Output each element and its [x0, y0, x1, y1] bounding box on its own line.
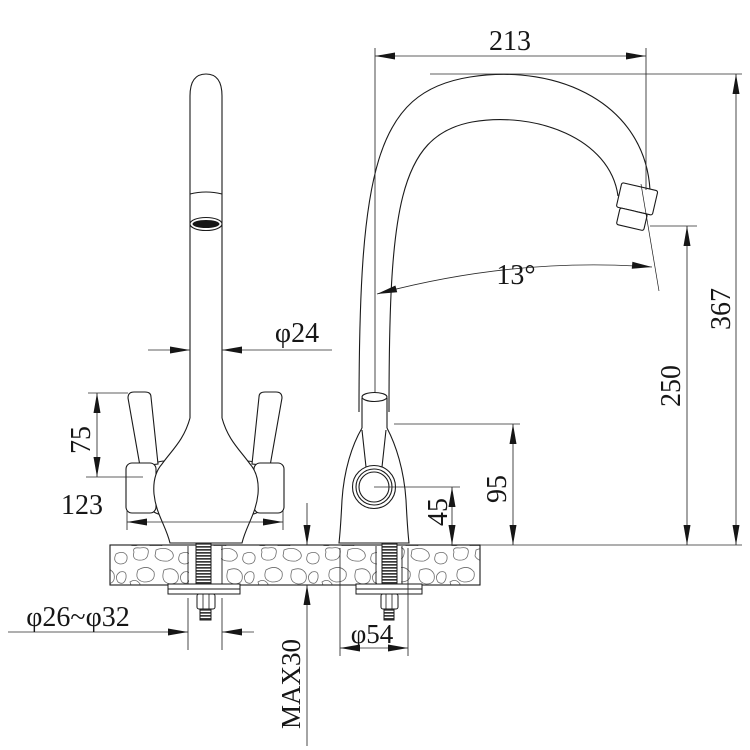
- outlet-axis-line: [640, 183, 660, 292]
- front-body: [153, 417, 259, 544]
- side-neck-collar: [361, 391, 388, 403]
- front-spout-tube: [189, 73, 223, 418]
- faucet-front-view: [125, 73, 285, 544]
- spout-outlet: [616, 182, 659, 231]
- side-lever-silhouette: [361, 429, 387, 468]
- right-handle-lever: [251, 391, 283, 467]
- countertop-section: [109, 544, 481, 586]
- dim-label-367: 367: [706, 288, 737, 330]
- left-handle-cap: [125, 462, 157, 514]
- dimension-arrowheads: [93, 52, 740, 652]
- gooseneck-outer-curve: [358, 73, 651, 413]
- left-threaded-stud: [195, 542, 212, 585]
- dimension-labels: 213 13° 367 250 95 45 φ24 75 123 φ26~φ32…: [26, 26, 737, 729]
- dim-label-hole-dia: φ26~φ32: [26, 602, 129, 633]
- dim-label-213: 213: [489, 26, 531, 57]
- front-aerator-outlet: [192, 220, 220, 228]
- dimension-annotations: [8, 48, 742, 746]
- faucet-side-view: [338, 73, 660, 544]
- angle-arc: [376, 264, 653, 295]
- dim-label-75: 75: [66, 426, 97, 454]
- right-threaded-stud: [381, 542, 398, 585]
- dim-label-dia24: φ24: [275, 318, 319, 349]
- dim-label-250: 250: [656, 365, 687, 407]
- dim-label-95: 95: [482, 475, 513, 503]
- gooseneck-inner-curve: [388, 119, 619, 413]
- right-nut: [380, 593, 399, 610]
- right-stud-tip: [383, 608, 395, 621]
- dim-label-123: 123: [61, 490, 103, 521]
- dim-label-dia54: φ54: [351, 619, 394, 649]
- left-handle-lever: [127, 391, 159, 467]
- left-stud-tip: [199, 608, 212, 621]
- front-spout-joint-line: [189, 191, 223, 195]
- dim-label-45: 45: [423, 498, 454, 526]
- dim-label-13deg: 13°: [496, 260, 535, 291]
- dim-label-max30: MAX30: [276, 639, 306, 729]
- left-nut: [196, 593, 216, 610]
